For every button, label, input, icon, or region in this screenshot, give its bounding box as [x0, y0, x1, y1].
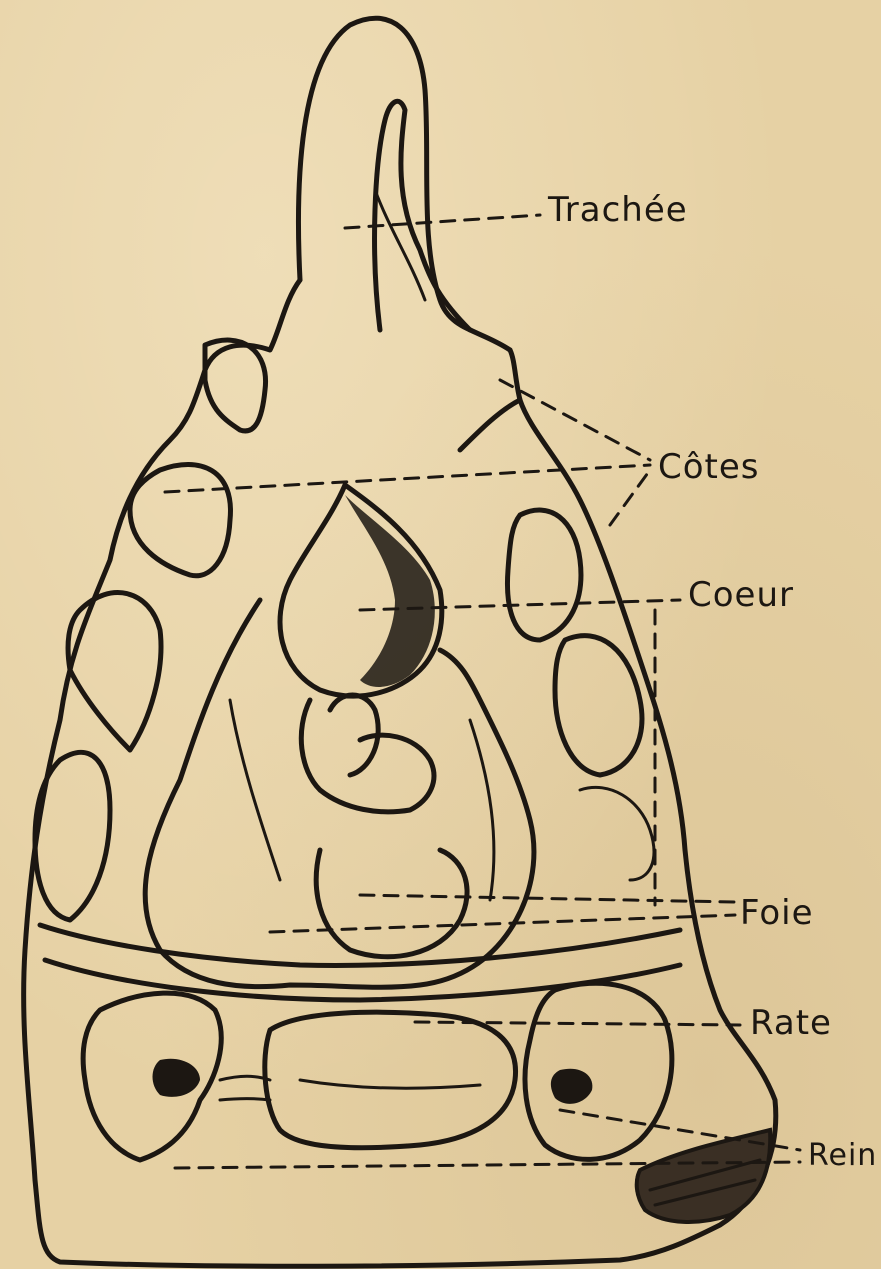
label-rein: Rein [808, 1138, 877, 1173]
leader-cotes-a [500, 380, 650, 460]
liver-crease-2 [470, 720, 494, 900]
label-coeur: Coeur [688, 575, 794, 615]
label-cotes: Côtes [658, 447, 760, 487]
rib-4 [35, 752, 110, 920]
rib-bar [460, 400, 520, 450]
leader-rate [415, 1022, 740, 1025]
label-rate: Rate [750, 1003, 832, 1043]
kidney-right [525, 983, 672, 1159]
liver-outline [145, 600, 534, 987]
rib-2 [130, 464, 230, 575]
kidney-right-hilum [551, 1069, 593, 1104]
rib-6 [555, 636, 642, 775]
rib-3 [68, 593, 161, 750]
rib-7 [580, 787, 654, 880]
liver-crease [230, 700, 280, 880]
spleen-crease [300, 1080, 480, 1088]
diaphragm-band-1 [40, 925, 680, 965]
intestine-loop-1 [301, 700, 434, 812]
body-outline [24, 280, 776, 1266]
leader-cotes-c [610, 470, 650, 525]
label-trachee: Trachée [548, 190, 688, 230]
leader-cotes-b [165, 465, 650, 492]
kidney-left-hilum [153, 1059, 201, 1097]
kidney-left [83, 993, 221, 1160]
label-foie: Foie [740, 893, 814, 933]
connector-band [220, 1076, 270, 1100]
intestine-loop-3 [316, 850, 467, 957]
rib-5 [507, 510, 580, 640]
leader-foie-b [270, 915, 735, 932]
leader-foie-a [360, 895, 735, 902]
heart-shading [345, 495, 435, 687]
